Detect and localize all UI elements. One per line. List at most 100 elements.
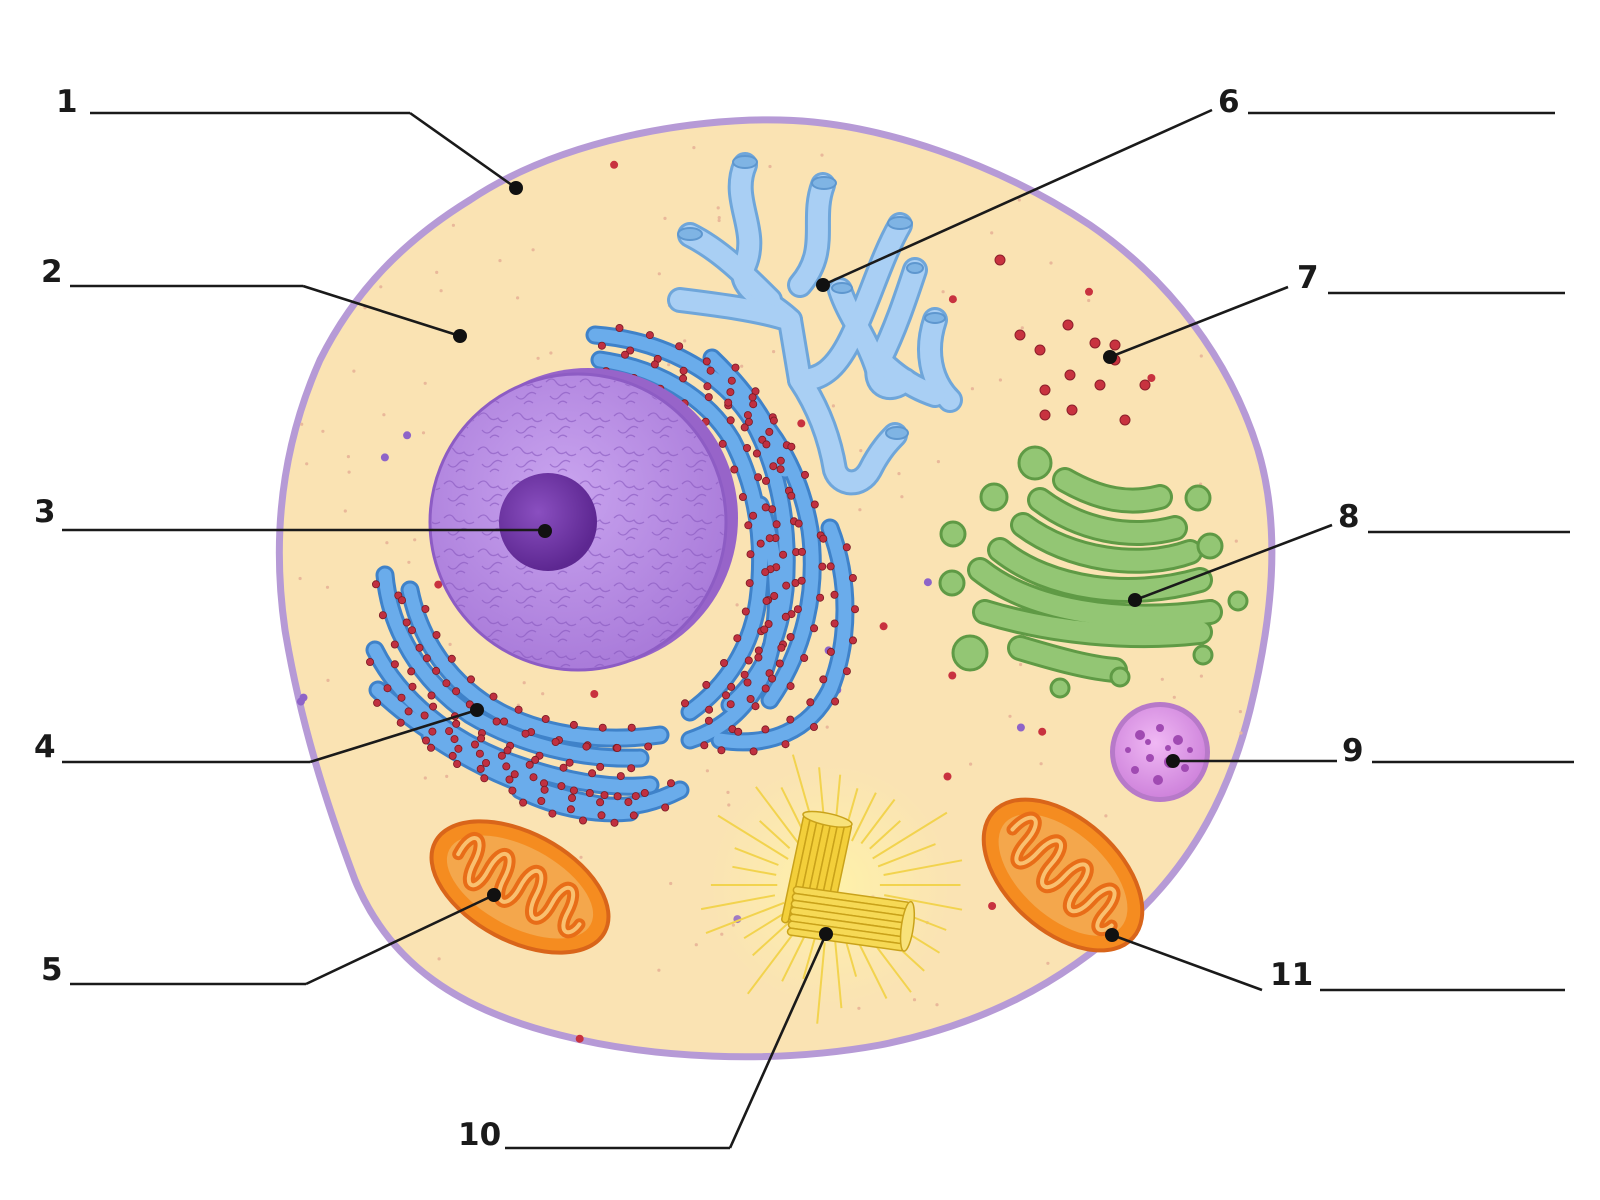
ribosome-dot xyxy=(776,456,785,465)
label-number: 11 xyxy=(1270,957,1313,993)
ribosome-dot xyxy=(390,640,399,649)
ribosome-dot xyxy=(596,798,605,807)
cytoplasm-speck xyxy=(498,259,502,263)
ribosome-dot xyxy=(640,789,649,798)
cytoplasm-speck xyxy=(692,146,696,150)
ribosome-dot xyxy=(650,360,659,369)
cytoplasm-speck xyxy=(1199,354,1203,358)
label-number: 4 xyxy=(34,729,56,765)
ribosome-dot xyxy=(616,772,625,781)
ribosome-dot xyxy=(610,818,619,827)
ribosome-dot xyxy=(781,612,790,621)
label-10: 10 xyxy=(458,927,833,1153)
ribosome-dot xyxy=(540,779,549,788)
ribosome-dot xyxy=(1109,339,1121,351)
ribosome-dot xyxy=(848,574,857,583)
cytoplasm-speck xyxy=(923,578,932,587)
ribosome-dot xyxy=(765,534,774,543)
cytoplasm-speck xyxy=(717,216,721,220)
centriole-ray xyxy=(883,859,963,876)
ribosome-dot xyxy=(702,680,711,689)
cytoplasm-speck xyxy=(1049,261,1053,265)
smooth-er xyxy=(667,152,963,496)
ribosome-dot xyxy=(420,711,429,720)
ribosome-dot xyxy=(749,747,758,756)
ribosome-dot xyxy=(503,746,512,755)
ribosome-dot xyxy=(1064,369,1076,381)
cytoplasm-speck xyxy=(1008,714,1012,718)
label-number: 8 xyxy=(1338,499,1360,535)
cytoplasm-speck xyxy=(912,998,917,1002)
ribosome-dot xyxy=(453,760,462,769)
ribosome-dot xyxy=(851,605,860,614)
ribosome-dot xyxy=(402,618,411,627)
label-number: 10 xyxy=(458,1117,501,1153)
cytoplasm-speck xyxy=(716,206,720,210)
label-number: 7 xyxy=(1297,260,1319,296)
ribosome-dot xyxy=(508,786,517,795)
label-6: 6 xyxy=(816,84,1555,292)
ribosome-dot xyxy=(748,393,757,402)
cytoplasm-speck xyxy=(435,270,439,274)
ribosome-dot xyxy=(830,590,839,599)
cytoplasm-speck xyxy=(657,272,661,276)
centriole-ray xyxy=(781,934,806,982)
ribosome-dot xyxy=(849,636,858,645)
ribosome-dot xyxy=(830,619,839,628)
cytoplasm-speck xyxy=(858,508,862,512)
ribosome-dot xyxy=(743,411,752,420)
cytoplasm-speck xyxy=(325,585,330,589)
ribosome-dot xyxy=(740,670,749,679)
ribosome-dot xyxy=(679,374,688,383)
ribosome-dot xyxy=(724,398,733,407)
centriole-ray xyxy=(816,942,826,1024)
cytoplasm-speck xyxy=(352,369,356,373)
cytoplasm-speck xyxy=(413,538,417,542)
centriole-ray xyxy=(884,894,963,911)
ribosome-dot xyxy=(396,718,405,727)
cytoplasm-speck xyxy=(1020,326,1024,330)
ribosome-dot xyxy=(751,702,760,711)
cytoplasm-speck xyxy=(326,678,330,683)
ribosome-dot xyxy=(645,331,654,340)
cytoplasm-speck xyxy=(669,881,673,886)
cytoplasm-speck xyxy=(879,622,888,631)
cytoplasm-speck xyxy=(900,495,904,499)
lysosome-granule xyxy=(1156,724,1164,732)
cytoplasm-speck xyxy=(1147,374,1156,382)
cytoplasm-speck xyxy=(1019,662,1023,667)
centriole-ray xyxy=(877,843,936,868)
ribosome-dot xyxy=(761,725,770,734)
cytoplasm-speck xyxy=(988,902,997,910)
ribosome-dot xyxy=(661,803,670,812)
ribosome-dot xyxy=(781,740,790,749)
label-2: 2 xyxy=(41,254,467,343)
ribosome-dot xyxy=(819,534,828,543)
ribosome-dot xyxy=(718,439,727,448)
ribosome-dot xyxy=(794,519,803,528)
ribosome-dot xyxy=(760,625,769,634)
label-5: 5 xyxy=(41,888,501,988)
ribosome-dot xyxy=(432,666,441,675)
ribosome-dot xyxy=(734,727,743,736)
cytoplasm-speck xyxy=(1017,198,1021,202)
ribosome-dot xyxy=(703,382,712,391)
ribosome-dot xyxy=(786,715,795,724)
ribosome-dot xyxy=(722,691,731,700)
cytoplasm-speck xyxy=(343,509,347,513)
ribosome-dot xyxy=(497,751,506,760)
cytoplasm-speck xyxy=(382,413,386,417)
ribosome-dot xyxy=(819,675,828,684)
ribosome-dot xyxy=(754,473,763,482)
ribosome-dot xyxy=(492,717,501,726)
ribosome-dot xyxy=(754,653,763,662)
centriole-ray xyxy=(743,913,783,940)
cytoplasm-speck xyxy=(969,762,973,766)
cytoplasm-speck xyxy=(990,231,994,235)
centriole-ray xyxy=(734,847,779,866)
cytoplasm-speck xyxy=(694,943,698,947)
lysosome-granule xyxy=(1181,764,1189,772)
ribosome-dot xyxy=(585,789,594,798)
cytoplasm-speck xyxy=(346,455,350,459)
ribosome-dot xyxy=(731,363,740,372)
